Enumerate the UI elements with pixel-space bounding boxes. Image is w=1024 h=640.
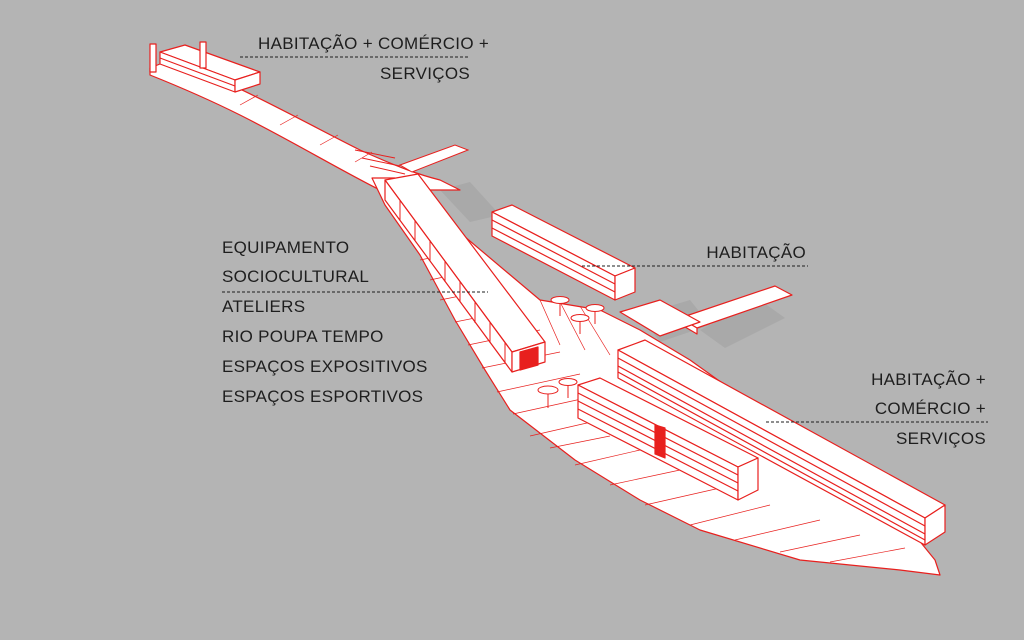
tree — [586, 305, 604, 312]
small-deck — [400, 145, 468, 172]
tower-element — [200, 42, 206, 68]
tree — [559, 379, 577, 386]
label-equipamento-line5: ESPAÇOS EXPOSITIVOS — [222, 357, 428, 377]
label-equipamento-line4: RIO POUPA TEMPO — [222, 327, 384, 347]
label-bottom-line1: HABITAÇÃO + — [840, 370, 986, 390]
tree — [571, 315, 589, 322]
label-equipamento-line3: ATELIERS — [222, 297, 305, 317]
label-top-line1: HABITAÇÃO + COMÉRCIO + — [258, 34, 470, 54]
label-top-line2: SERVIÇOS — [330, 64, 470, 84]
label-equipamento-line6: ESPAÇOS ESPORTIVOS — [222, 387, 423, 407]
label-bottom-line3: SERVIÇOS — [840, 429, 986, 449]
tower-element — [150, 44, 156, 72]
label-equipamento-line2: SOCIOCULTURAL — [222, 267, 369, 287]
tree — [538, 386, 558, 394]
tree — [551, 297, 569, 304]
site-ground — [150, 60, 940, 575]
label-equipamento-line1: EQUIPAMENTO — [222, 238, 349, 258]
stair-core — [655, 425, 665, 458]
label-habitacao: HABITAÇÃO — [700, 243, 806, 263]
label-bottom-line2: COMÉRCIO + — [840, 399, 986, 419]
